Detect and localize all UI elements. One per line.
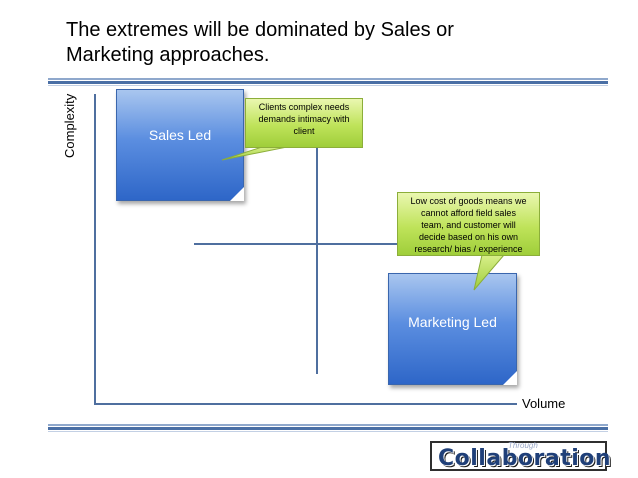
marketing-led-label: Marketing Led (408, 314, 497, 330)
collaboration-logo: Through Collaboration (430, 441, 611, 471)
slide-title: The extremes will be dominated by Sales … (66, 19, 454, 66)
marketing-led-box: Marketing Led (388, 273, 517, 385)
logo-wordmark: Collaboration (438, 446, 612, 471)
logo-tagline: Through (508, 441, 538, 450)
marketing-callout: Low cost of goods means we cannot afford… (397, 192, 540, 256)
quadrant-horizontal-line (194, 243, 534, 245)
x-axis-label: Volume (522, 396, 566, 411)
y-axis-label: Complexity (62, 93, 77, 158)
bottom-divider (48, 424, 608, 432)
quadrant-vertical-line (316, 146, 318, 374)
page-fold-icon (503, 371, 517, 385)
sales-callout: Clients complex needs demands intimacy w… (245, 98, 363, 148)
top-divider (48, 78, 608, 86)
page-fold-icon (230, 187, 244, 201)
sales-led-box: Sales Led (116, 89, 244, 201)
sales-led-label: Sales Led (148, 127, 212, 143)
y-axis-line (94, 94, 96, 405)
x-axis-line (94, 403, 517, 405)
